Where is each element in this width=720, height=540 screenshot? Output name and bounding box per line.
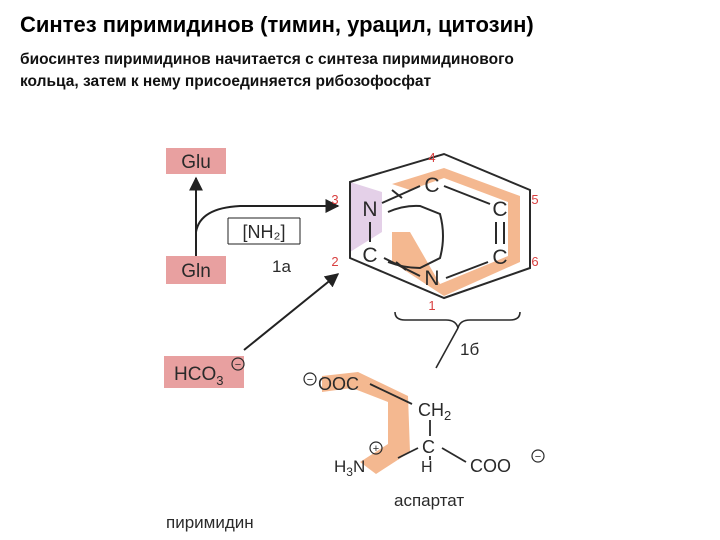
ring-atom-n3: N <box>362 198 377 221</box>
ring-atom-c2: C <box>362 244 377 267</box>
hco3-box <box>164 356 244 388</box>
glu-label: Glu <box>181 152 211 173</box>
aspartate-coo: COO <box>470 456 511 476</box>
ring-number-1: 1 <box>428 298 435 313</box>
slide-subtitle: биосинтез пиримидинов начитается с синте… <box>20 49 710 93</box>
ring-lavender-region <box>350 182 382 252</box>
gln-label: Gln <box>181 261 211 282</box>
bond-ooc-ch2 <box>369 383 413 405</box>
bond-n-c <box>397 447 419 459</box>
ring-number-5: 5 <box>531 192 538 207</box>
bond-c-coo <box>441 447 467 463</box>
pyrimidine-label: пиримидин <box>166 513 254 532</box>
hco3-label: HCO3 <box>174 364 223 388</box>
gln-box <box>166 256 226 284</box>
brace-leader <box>435 327 459 369</box>
ring-atom-c6: C <box>492 246 507 269</box>
bond-n3-c4 <box>381 185 421 204</box>
ooc-charge-circle <box>303 372 317 386</box>
nh2-label: [NH₂] <box>243 222 286 242</box>
ring-atom-c5: C <box>492 198 507 221</box>
nh2-transfer-arrow <box>195 199 340 233</box>
aspartate-name: аспартат <box>394 491 464 510</box>
subtitle-line-1: биосинтез пиримидинов начитается с синте… <box>20 51 514 68</box>
ring-number-4: 4 <box>428 150 435 165</box>
bond-c6-n1 <box>445 261 489 279</box>
glu-box <box>166 148 226 174</box>
ring-inner-arc <box>387 204 444 270</box>
ring-atom-c4: C <box>424 174 439 197</box>
ring-number-3: 3 <box>331 192 338 207</box>
ring-number-6: 6 <box>531 254 538 269</box>
nh2-box <box>227 217 301 245</box>
ring-atom-n1: N <box>424 267 439 290</box>
aspartate-h: H <box>421 459 433 476</box>
hco3-arrow <box>243 273 340 351</box>
ring-orange-band <box>392 168 520 296</box>
aspartate-c: C <box>422 437 435 457</box>
cut-mark-bottom <box>395 261 407 271</box>
step-1a-label: 1а <box>272 257 291 276</box>
coo-charge: − <box>535 451 541 463</box>
cut-mark-top <box>391 189 403 199</box>
ooc-charge: − <box>307 374 313 386</box>
aspartate-orange-band <box>322 372 410 474</box>
hco3-charge: − <box>235 359 241 371</box>
aspartate-h3n: H3N <box>334 457 365 479</box>
step-1b-label: 1б <box>460 340 479 359</box>
subtitle-line-2: кольца, затем к нему присоединяется рибо… <box>20 73 432 90</box>
ring-outline <box>349 152 531 300</box>
ring-number-2: 2 <box>331 254 338 269</box>
coo-charge-circle <box>531 449 545 463</box>
brace <box>394 311 521 329</box>
slide-title: Синтез пиримидинов (тимин, урацил, цитоз… <box>20 12 534 37</box>
bond-c4-c5 <box>443 185 491 205</box>
aspartate-ooc: OOC <box>318 374 359 394</box>
aspartate-ch2: CH2 <box>418 400 451 423</box>
n-charge: + <box>373 443 379 455</box>
hco3-charge-circle <box>231 357 245 371</box>
n-charge-circle <box>369 441 383 455</box>
